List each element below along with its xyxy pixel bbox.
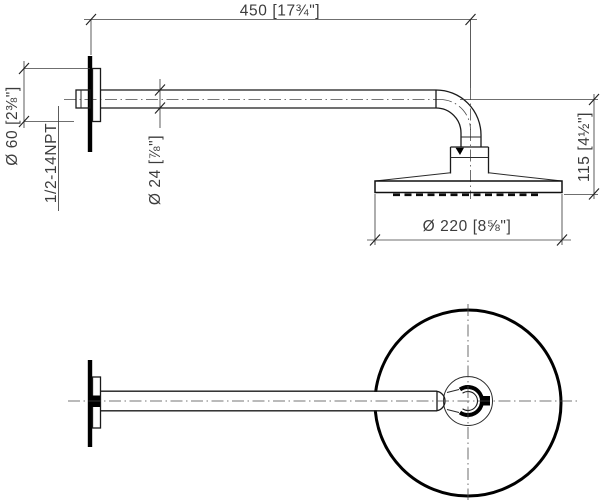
- dimension-flange-diameter: Ø 60 [2⅜"]: [4, 61, 90, 166]
- flange-diameter-label: Ø 60 [2⅜"]: [4, 86, 21, 166]
- side-elevation-view: 450 [17¾"] Ø 60 [2⅜"] 1/2-14NPT Ø 24 [⅞"…: [4, 3, 600, 246]
- head-diameter-label: Ø 220 [8⅝"]: [423, 218, 512, 235]
- dimension-arm-diameter: Ø 24 [⅞"]: [147, 79, 166, 205]
- arm-diameter-label: Ø 24 [⅞"]: [147, 135, 164, 205]
- thread-size-label: 1/2-14NPT: [43, 123, 60, 203]
- escutcheon-side: [91, 67, 102, 123]
- wall-flange-plan: [87, 360, 102, 447]
- shower-head-side: [374, 172, 563, 197]
- nut-joint-marker: [455, 147, 464, 155]
- drop-height-label: 115 [4½"]: [576, 112, 593, 182]
- npt-nipple: [75, 89, 91, 109]
- plan-view: [68, 304, 580, 500]
- centerlines-plan: [68, 304, 580, 500]
- connector-nut-side: [449, 146, 490, 174]
- thread-callout: 1/2-14NPT: [43, 106, 60, 211]
- dimension-arm-length: 450 [17¾"]: [84, 3, 477, 88]
- head-rim-side: [374, 180, 563, 194]
- centerlines-side: [64, 88, 471, 199]
- dimension-head-diameter: Ø 220 [8⅝"]: [367, 194, 571, 246]
- shower-arm-tube: [100, 89, 482, 147]
- dimension-drop-height: 115 [4½"]: [460, 93, 600, 200]
- arm-length-label: 450 [17¾"]: [240, 3, 320, 20]
- wall-flange-side: [75, 56, 102, 152]
